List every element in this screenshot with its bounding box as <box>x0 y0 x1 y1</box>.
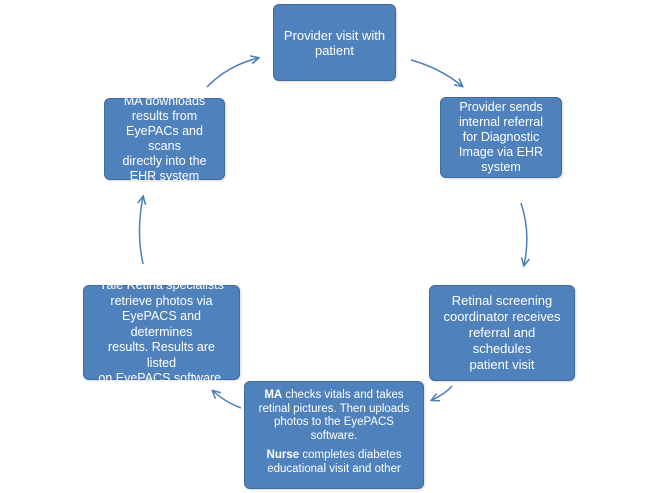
ma-bold-label: MA <box>264 389 283 401</box>
step-screening-coordinator: Retinal screening coordinator receives r… <box>429 285 575 381</box>
step-text-line: directly into the <box>122 154 207 168</box>
step-text-line: retinal pictures. Then uploads <box>258 402 410 415</box>
step-text-line: software. <box>310 429 358 442</box>
step-text-line: EyePACs and scans <box>126 124 203 153</box>
step-text-line: patient visit <box>469 357 535 372</box>
arrow-visit-to-referral <box>410 59 462 86</box>
arrow-ma-checks-to-yale <box>213 391 242 409</box>
step-text-line: EyePACS and determines <box>122 309 201 339</box>
arrow-yale-to-ma-downloads <box>140 197 144 265</box>
step-text-line: Yale Retina specialists <box>99 278 224 293</box>
ma-paragraph-first-line: MA checks vitals and takes <box>264 389 403 403</box>
step-text-line: internal referral <box>458 115 544 129</box>
nurse-bold-label: Nurse <box>266 449 300 461</box>
step-internal-referral: Provider sends internal referral for Dia… <box>440 97 562 178</box>
step-text-line: educational visit and other <box>267 462 401 475</box>
step-text-line: results from <box>131 109 198 123</box>
step-ma-checks-vitals: MA checks vitals and takes retinal pictu… <box>244 381 424 489</box>
nurse-first-line-rest: completes diabetes <box>299 449 402 461</box>
step-yale-retina-specialists: Yale Retina specialists retrieve photos … <box>83 278 240 385</box>
step-text-line: MA downloads <box>123 94 206 108</box>
ma-first-line-rest: checks vitals and takes <box>282 389 404 401</box>
step-text-line: on EyePACS software. <box>98 371 225 386</box>
step-text-line: retrieve photos via <box>110 293 213 308</box>
nurse-paragraph-first-line: Nurse completes diabetes <box>267 449 402 463</box>
arrow-ma-downloads-to-visit <box>206 58 258 88</box>
step-text-line: Provider sends <box>459 100 543 114</box>
step-text-line: results. Results are listed <box>108 340 215 370</box>
step-text-line: Retinal screening <box>451 293 553 308</box>
step-text-line: Provider visit with <box>283 27 386 43</box>
step-text-line: photos to the EyePACS <box>274 416 394 428</box>
step-text-line: referral and schedules <box>468 325 536 356</box>
step-ma-downloads-results: MA downloads results from EyePACs and sc… <box>104 94 225 183</box>
arrow-coordinator-to-ma-checks <box>432 385 453 400</box>
step-text-line: patient <box>314 42 355 58</box>
step-text-line: system <box>481 160 521 174</box>
step-provider-visit: Provider visit with patient <box>273 4 396 81</box>
step-text-line: coordinator receives <box>443 309 561 324</box>
arrow-referral-to-coordinator <box>520 202 527 265</box>
step-text-line: EHR system <box>129 169 200 183</box>
step-text-line: Image via EHR <box>458 145 544 159</box>
step-text-line: for Diagnostic <box>462 130 540 144</box>
